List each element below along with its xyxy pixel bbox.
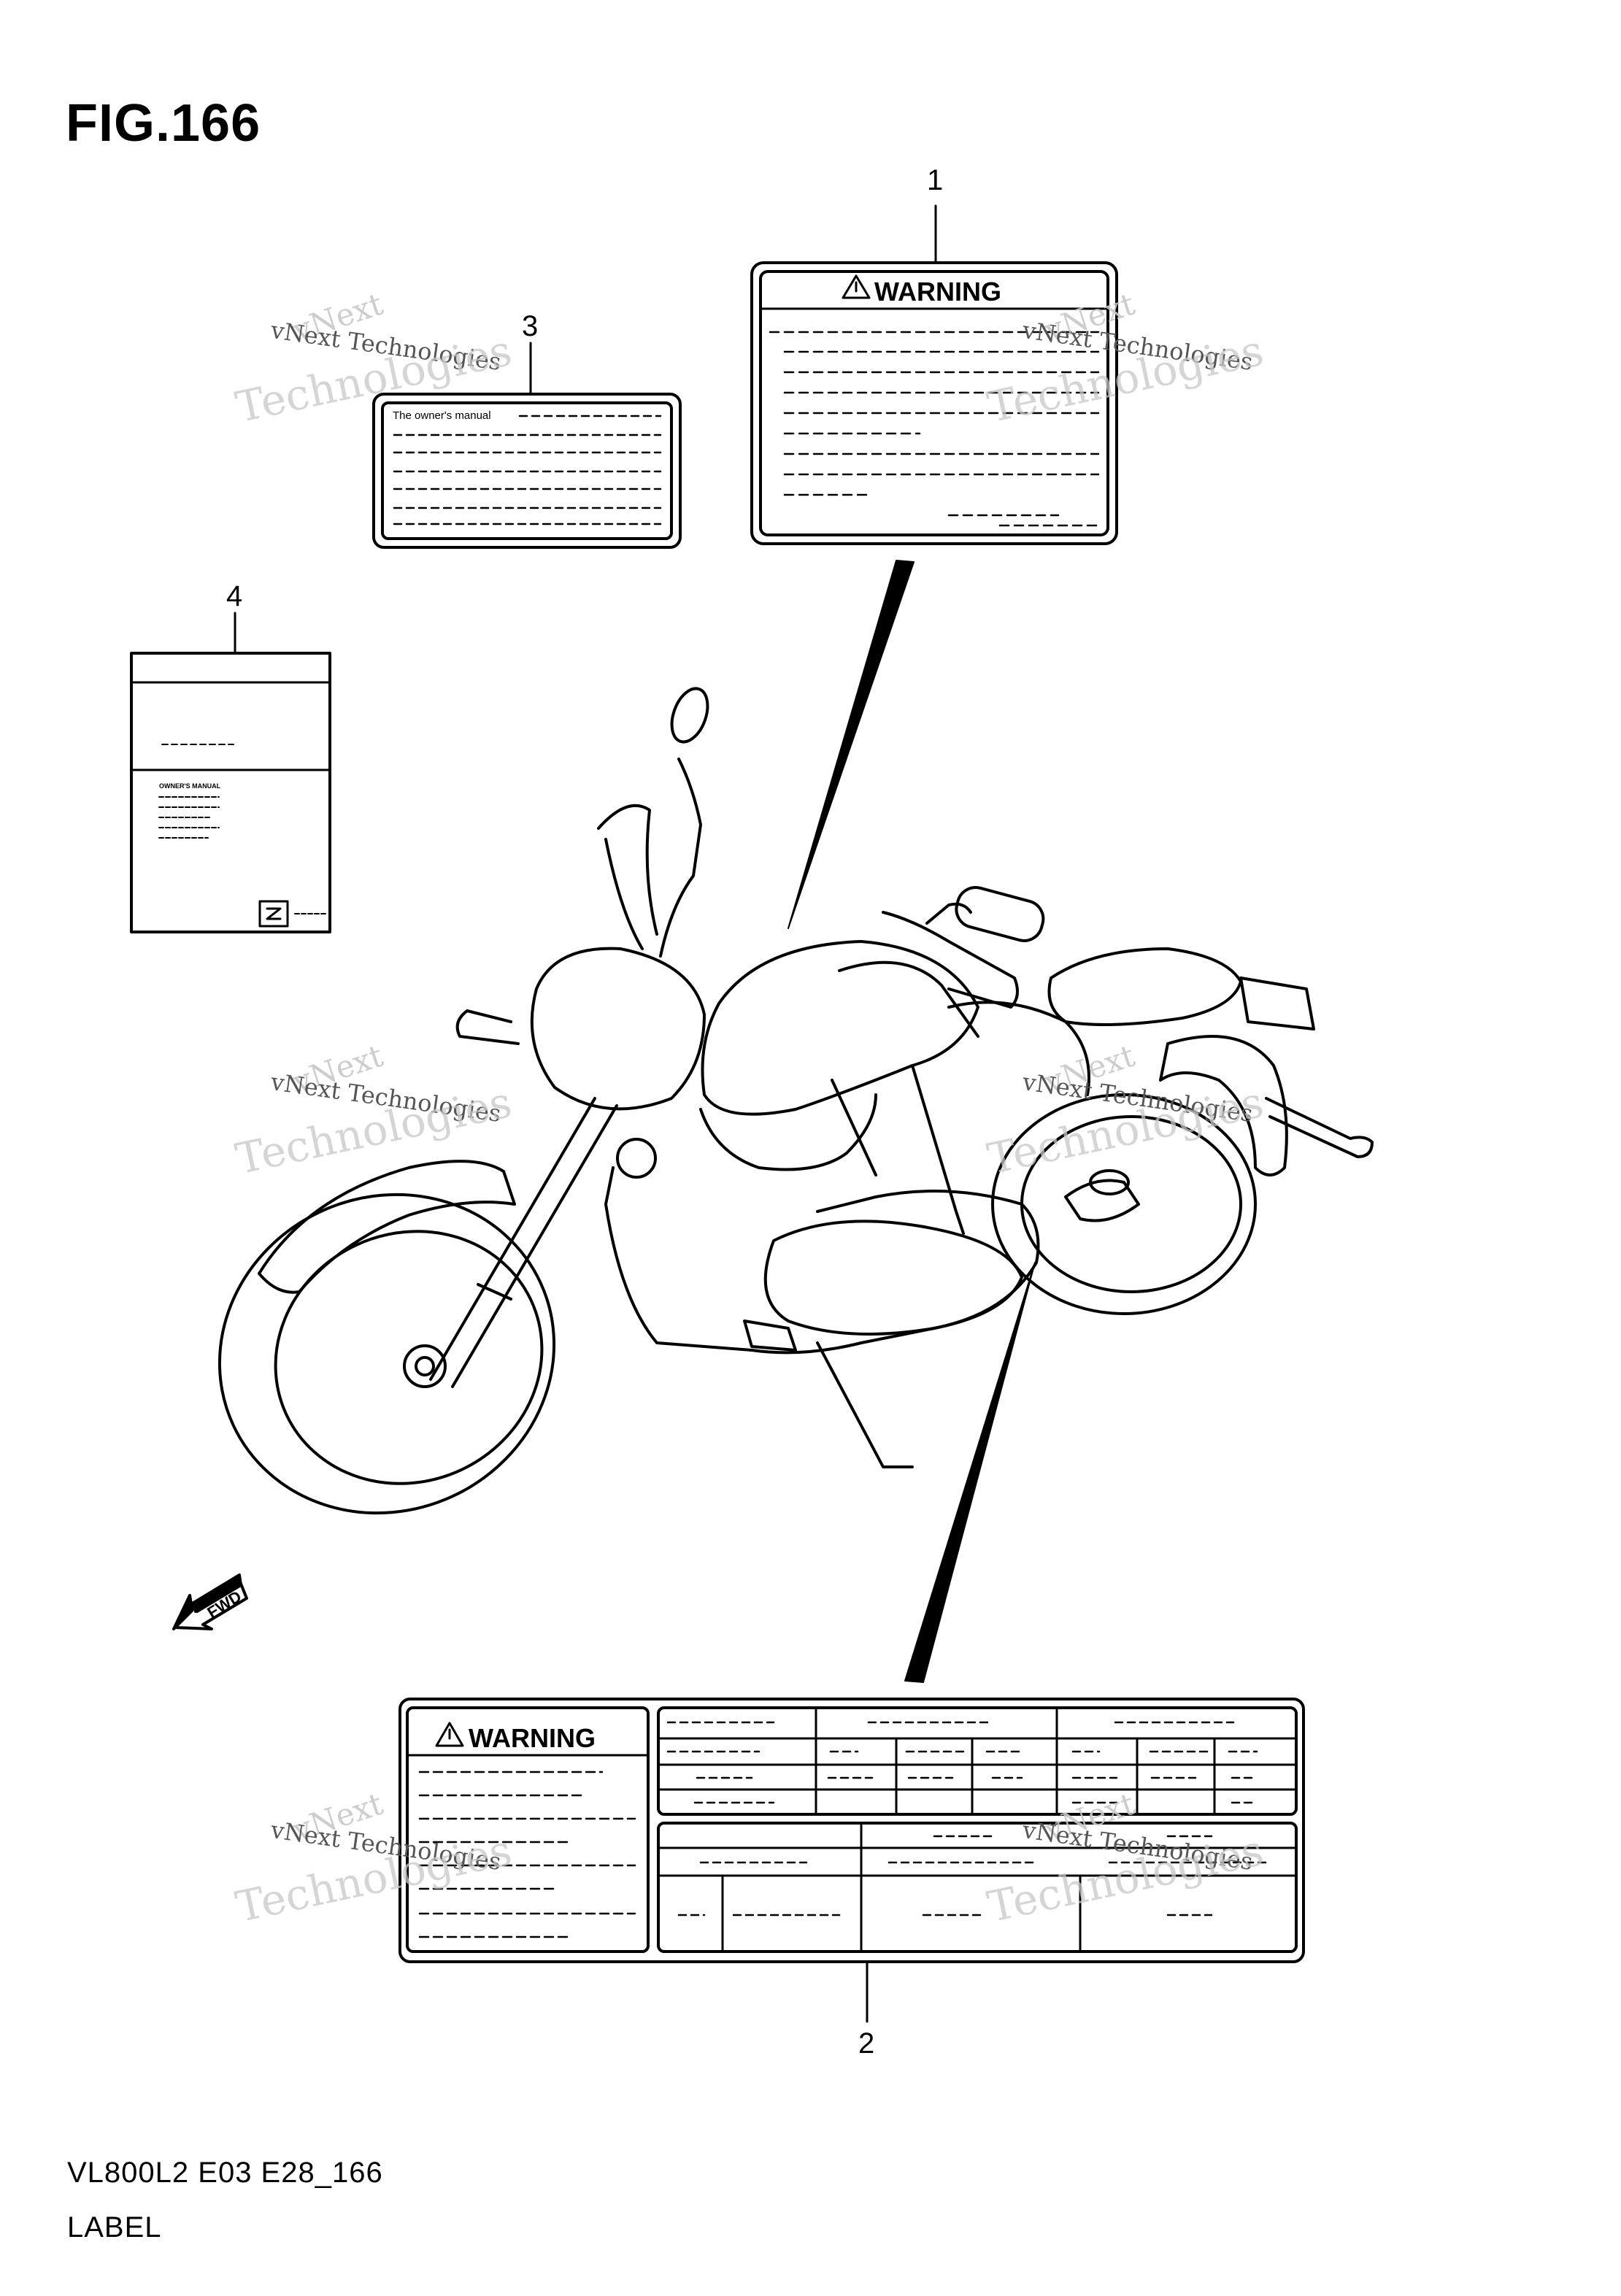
callout-2: 2 bbox=[858, 2027, 875, 2060]
manual-label-3-text: The owner's manual bbox=[393, 409, 491, 422]
warning-label-1-text: WARNING bbox=[874, 277, 1001, 307]
model-code: VL800L2 E03 E28_166 bbox=[67, 2157, 383, 2189]
warning-label-2[interactable] bbox=[398, 1698, 1305, 1963]
callout-4: 4 bbox=[226, 580, 243, 612]
fwd-arrow-icon bbox=[172, 1573, 248, 1630]
leader-wedge-1 bbox=[788, 560, 915, 929]
callout-3: 3 bbox=[522, 310, 539, 342]
warning-label-2-heading: WARNING bbox=[469, 1723, 596, 1753]
warning-label-1[interactable] bbox=[750, 261, 1118, 545]
warning-label-1-heading: WARNING bbox=[874, 277, 1001, 307]
manual-label-3[interactable] bbox=[372, 393, 682, 549]
manual-booklet-4-text: OWNER'S MANUAL bbox=[159, 782, 221, 790]
figure-title: FIG.166 bbox=[66, 94, 261, 153]
leader-wedge-2 bbox=[904, 1262, 1036, 1683]
section-name: LABEL bbox=[67, 2211, 162, 2243]
manual-booklet-4[interactable] bbox=[130, 652, 331, 933]
motorcycle-illustration bbox=[217, 687, 1374, 1515]
callout-1: 1 bbox=[927, 164, 944, 196]
warning-label-2-text: WARNING bbox=[469, 1723, 596, 1753]
